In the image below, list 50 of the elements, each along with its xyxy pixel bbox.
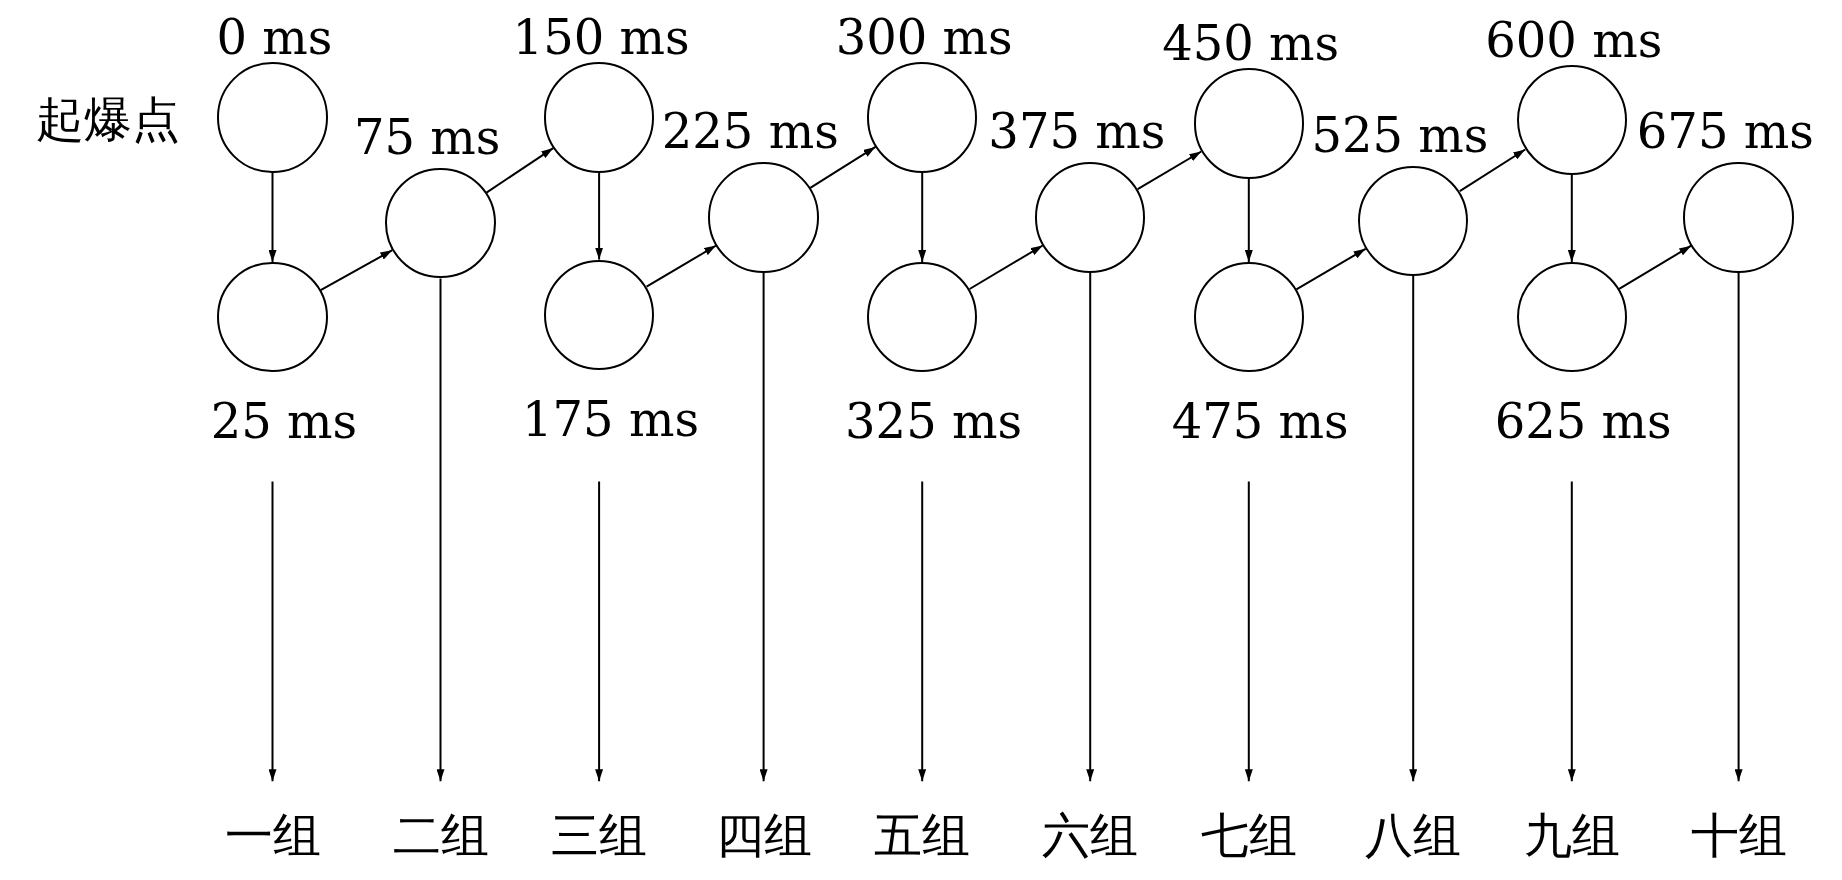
time-label: 675 ms xyxy=(1636,107,1814,156)
arrow xyxy=(595,171,604,261)
arrow xyxy=(1409,275,1418,783)
arrow xyxy=(1295,247,1367,291)
time-label: 300 ms xyxy=(835,13,1013,62)
group-label: 九组 xyxy=(1523,810,1620,859)
arrow xyxy=(436,277,445,783)
time-label: 75 ms xyxy=(354,113,501,162)
time-label: 625 ms xyxy=(1494,397,1672,446)
arrow xyxy=(1244,480,1253,783)
arrow xyxy=(1734,271,1743,783)
arrow xyxy=(595,480,604,783)
time-label: 600 ms xyxy=(1485,15,1663,64)
time-label: 525 ms xyxy=(1311,110,1489,159)
time-label: 450 ms xyxy=(1162,19,1340,68)
group-label: 一组 xyxy=(224,810,321,859)
arrow xyxy=(968,244,1044,290)
group-label: 六组 xyxy=(1042,810,1139,859)
arrow xyxy=(918,480,927,783)
group-label: 五组 xyxy=(874,810,971,859)
arrow xyxy=(485,147,555,194)
group-label: 八组 xyxy=(1365,810,1462,859)
arrow xyxy=(1567,174,1576,263)
arrow xyxy=(1244,177,1253,263)
group-label: 十组 xyxy=(1690,810,1787,859)
arrow xyxy=(1086,271,1095,783)
arrow xyxy=(809,145,877,189)
arrow xyxy=(645,244,718,288)
time-label: 225 ms xyxy=(661,107,839,156)
time-label: 475 ms xyxy=(1171,397,1349,446)
time-label: 325 ms xyxy=(845,397,1023,446)
arrow xyxy=(1458,148,1527,193)
arrow xyxy=(759,271,768,783)
arrow xyxy=(1136,150,1203,191)
arrow xyxy=(1618,244,1693,290)
group-label: 七组 xyxy=(1200,810,1297,859)
time-label: 175 ms xyxy=(522,395,700,443)
arrow xyxy=(268,480,277,783)
time-label: 150 ms xyxy=(512,13,690,62)
arrow xyxy=(319,249,394,292)
time-label: 375 ms xyxy=(988,107,1166,156)
arrow xyxy=(918,171,927,263)
group-label: 四组 xyxy=(715,810,812,859)
group-label: 二组 xyxy=(392,810,489,859)
arrow xyxy=(1567,480,1576,783)
arrow xyxy=(268,171,277,263)
time-label: 起爆点 xyxy=(35,95,180,144)
time-label: 25 ms xyxy=(210,397,358,446)
time-label: 0 ms xyxy=(216,13,333,62)
group-label: 三组 xyxy=(551,810,648,859)
